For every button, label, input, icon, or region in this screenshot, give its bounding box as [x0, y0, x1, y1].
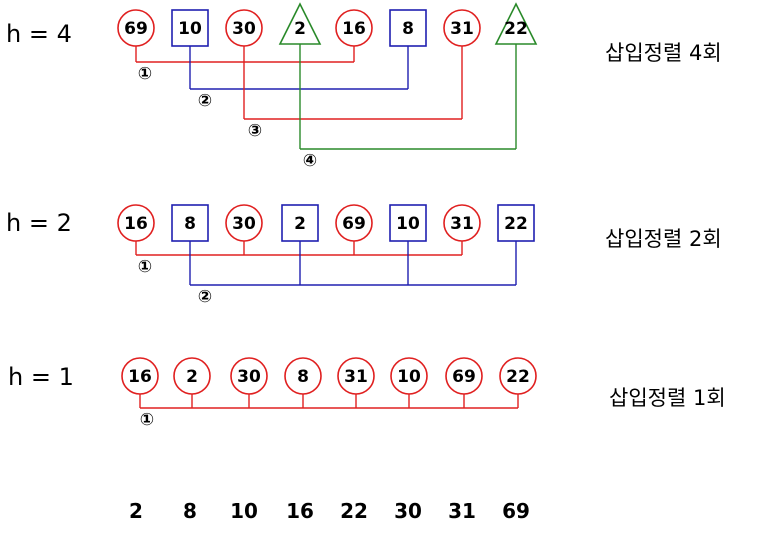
- node-square-shape: [497, 204, 535, 242]
- node-triangle-shape: [278, 2, 322, 45]
- node-square-shape: [389, 204, 427, 242]
- node-value: 2: [186, 367, 198, 387]
- array-nodes: 69 10 30 2 16 8 31 22 16 8 30 2 69 10 31 22 16 2 30 8 31 10 69…: [117, 2, 538, 395]
- final-value-4: 16: [286, 499, 314, 523]
- node-value: 30: [237, 367, 261, 387]
- final-value-8: 69: [502, 499, 530, 523]
- pass-2-node-6: 10: [389, 204, 427, 242]
- pass-3-node-7: 69: [445, 357, 483, 395]
- pass-3-node-6: 10: [390, 357, 428, 395]
- node-value: 22: [506, 367, 530, 387]
- pass-2-node-4: 2: [281, 204, 319, 242]
- node-circle-shape: [173, 357, 211, 395]
- pass-3-node-2: 2: [173, 357, 211, 395]
- group-markers: ① ② ③ ④ ① ② ①: [138, 64, 317, 430]
- pass-3-group-1-marker: ①: [140, 410, 154, 430]
- final-value-7: 31: [448, 499, 476, 523]
- pass-1-group-2-marker: ②: [198, 91, 212, 111]
- pass-1-group-4-marker: ④: [303, 151, 317, 171]
- node-circle-shape: [390, 357, 428, 395]
- pass-3-caption: 삽입정렬 1회: [609, 386, 726, 410]
- node-value: 31: [344, 367, 368, 387]
- node-value: 16: [342, 19, 366, 39]
- pass-3-node-8: 22: [499, 357, 537, 395]
- pass-1-node-5: 16: [335, 9, 373, 47]
- node-value: 16: [128, 367, 152, 387]
- pass-2-node-2: 8: [171, 204, 209, 242]
- pass-1-node-2: 10: [171, 9, 209, 47]
- pass-3-node-3: 30: [230, 357, 268, 395]
- node-circle-shape: [230, 357, 268, 395]
- pass-2-h-label: h = 2: [6, 209, 72, 237]
- pass-2-node-8: 22: [497, 204, 535, 242]
- pass-1-caption: 삽입정렬 4회: [605, 41, 722, 65]
- connector-lines: [135, 44, 519, 409]
- pass-2-node-1: 16: [117, 204, 155, 242]
- final-value-6: 30: [394, 499, 422, 523]
- pass-1-node-8: 22: [494, 2, 538, 45]
- node-circle-shape: [443, 204, 481, 242]
- pass-2-node-5: 69: [335, 204, 373, 242]
- node-circle-shape: [337, 357, 375, 395]
- node-circle-shape: [284, 357, 322, 395]
- node-value: 31: [450, 19, 474, 39]
- node-circle-shape: [335, 9, 373, 47]
- node-value: 22: [504, 19, 528, 39]
- node-value: 2: [294, 214, 306, 234]
- node-value: 2: [294, 19, 306, 39]
- node-triangle-shape: [494, 2, 538, 45]
- node-circle-shape: [225, 204, 263, 242]
- node-circle-shape: [335, 204, 373, 242]
- pass-1-node-7: 31: [443, 9, 481, 47]
- node-square-shape: [171, 204, 209, 242]
- node-value: 10: [397, 367, 421, 387]
- node-square-shape: [281, 204, 319, 242]
- node-circle-shape: [117, 9, 155, 47]
- pass-1-node-6: 8: [389, 9, 427, 47]
- node-value: 30: [232, 19, 256, 39]
- node-value: 8: [402, 19, 414, 39]
- pass-3-node-1: 16: [121, 357, 159, 395]
- node-circle-shape: [443, 9, 481, 47]
- pass-2-node-7: 31: [443, 204, 481, 242]
- node-value: 8: [184, 214, 196, 234]
- pass-1-group-1-marker: ①: [138, 64, 152, 84]
- final-value-5: 22: [340, 499, 368, 523]
- node-circle-shape: [499, 357, 537, 395]
- node-value: 69: [452, 367, 476, 387]
- node-circle-shape: [445, 357, 483, 395]
- pass-2-group-1-marker: ①: [138, 257, 152, 277]
- pass-3-h-label: h = 1: [8, 363, 74, 391]
- node-value: 22: [504, 214, 528, 234]
- node-value: 10: [178, 19, 202, 39]
- node-value: 31: [450, 214, 474, 234]
- final-value-1: 2: [129, 499, 143, 523]
- final-value-2: 8: [183, 499, 197, 523]
- node-value: 10: [396, 214, 420, 234]
- node-value: 30: [232, 214, 256, 234]
- pass-2-caption: 삽입정렬 2회: [605, 227, 722, 251]
- pass-1-node-3: 30: [225, 9, 263, 47]
- pass-3-node-5: 31: [337, 357, 375, 395]
- pass-3-node-4: 8: [284, 357, 322, 395]
- pass-2-node-3: 30: [225, 204, 263, 242]
- final-value-3: 10: [230, 499, 258, 523]
- node-value: 69: [342, 214, 366, 234]
- pass-1-node-1: 69: [117, 9, 155, 47]
- node-square-shape: [389, 9, 427, 47]
- node-value: 8: [297, 367, 309, 387]
- node-square-shape: [171, 9, 209, 47]
- pass-1-h-label: h = 4: [6, 20, 72, 48]
- node-value: 69: [124, 19, 148, 39]
- node-circle-shape: [117, 204, 155, 242]
- node-circle-shape: [121, 357, 159, 395]
- pass-2-group-2-marker: ②: [198, 287, 212, 307]
- pass-1-node-4: 2: [278, 2, 322, 45]
- final-sorted-row: 2 8 10 16 22 30 31 69: [129, 499, 530, 523]
- node-circle-shape: [225, 9, 263, 47]
- pass-1-group-3-marker: ③: [248, 121, 262, 141]
- node-value: 16: [124, 214, 148, 234]
